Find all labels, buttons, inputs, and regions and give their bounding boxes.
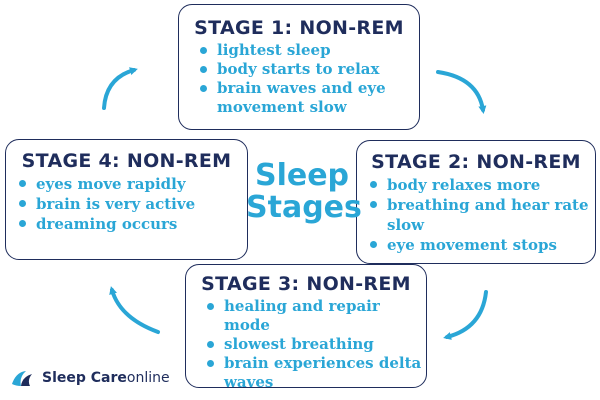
list-item: brain experiences delta waves: [207, 354, 426, 392]
stage-1-title: STAGE 1: NON-REM: [194, 17, 404, 39]
stage-4-title: STAGE 4: NON-REM: [21, 150, 232, 172]
arrow-icon: [436, 70, 487, 114]
stage-4-list: eyes move rapidly brain is very active d…: [6, 174, 247, 234]
list-item: breathing and hear rate slow: [370, 195, 595, 235]
brand-name-bold: Sleep Care: [42, 370, 127, 386]
stage-3-list: healing and repair mode slowest breathin…: [186, 297, 426, 392]
list-item: eye movement stops: [370, 235, 595, 255]
list-item: body relaxes more: [370, 175, 595, 195]
center-title-line-1: Sleep: [254, 158, 350, 193]
brand-logo: Sleep Careonline: [10, 368, 170, 388]
center-title-line-2: Stages: [246, 190, 362, 225]
center-title: Sleep Stages: [246, 158, 362, 225]
list-item: body starts to relax: [200, 60, 419, 79]
list-item: eyes move rapidly: [19, 174, 247, 194]
list-item: brain is very active: [19, 194, 247, 214]
stage-1-list: lightest sleep body starts to relax brai…: [179, 41, 419, 117]
stage-3-title: STAGE 3: NON-REM: [201, 273, 411, 295]
list-item: dreaming occurs: [19, 214, 247, 234]
logo-icon: [12, 371, 32, 386]
stage-1-card: STAGE 1: NON-REM lightest sleep body sta…: [178, 4, 420, 130]
arrow-icon: [109, 286, 160, 334]
brand-name: Sleep Careonline: [42, 370, 170, 386]
stage-2-list: body relaxes more breathing and hear rat…: [357, 175, 595, 255]
arrow-icon: [443, 290, 488, 340]
list-item: slowest breathing: [207, 335, 426, 354]
stage-2-card: STAGE 2: NON-REM body relaxes more breat…: [356, 140, 596, 264]
list-item: healing and repair mode: [207, 297, 426, 335]
stage-2-title: STAGE 2: NON-REM: [371, 151, 581, 173]
brand-name-light: online: [126, 370, 170, 386]
arrow-icon: [102, 67, 138, 110]
list-item: lightest sleep: [200, 41, 419, 60]
stage-4-card: STAGE 4: NON-REM eyes move rapidly brain…: [5, 139, 248, 260]
stage-3-card: STAGE 3: NON-REM healing and repair mode…: [185, 264, 427, 391]
list-item: brain waves and eye movement slow: [200, 79, 419, 117]
